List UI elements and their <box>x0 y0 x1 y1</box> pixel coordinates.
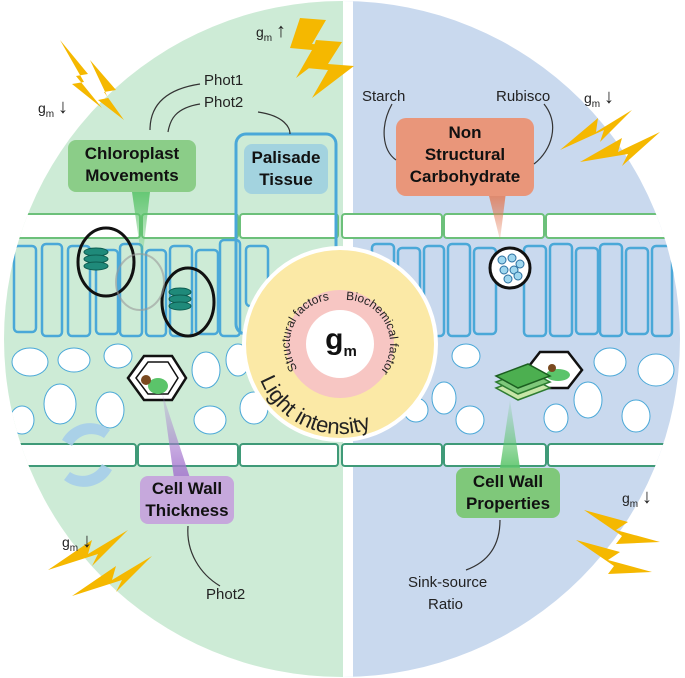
nsc-line-1: Non <box>448 123 482 142</box>
rotate-arrows-icon <box>62 423 112 487</box>
cwt-line-2: Thickness <box>145 501 229 520</box>
cell-wall-hexagon-right <box>494 350 584 401</box>
gm-sub: m <box>591 98 601 110</box>
nsc-box: Non Structural Carbohydrate <box>396 122 534 188</box>
beam-cell-wall-left <box>162 392 190 478</box>
cell-wall-hexagon-left <box>126 354 188 402</box>
gm-g: g <box>584 90 592 106</box>
cwp-line-1: Cell Wall <box>472 472 544 491</box>
phot2-top-label: Phot2 <box>204 94 244 111</box>
gm-sub: m <box>69 542 79 554</box>
cell-wall-thickness-box-bg <box>140 476 234 524</box>
cell-wall-properties-box: Cell Wall Properties <box>456 471 560 515</box>
arrow-down-icon: ↓ <box>604 86 615 108</box>
arrow-down-icon: ↓ <box>58 96 69 118</box>
gm-center-symbol: gm <box>318 320 364 372</box>
lower-epidermis <box>4 443 680 467</box>
beam-nsc <box>488 192 506 240</box>
gm-subscript: m <box>343 343 357 360</box>
phot1-label: Phot1 <box>204 72 244 89</box>
chloroplast-icon <box>83 247 192 311</box>
gm-indicator-bottom-left: gm ↓ <box>62 530 92 554</box>
gm-indicator-top: gm ↑ <box>256 20 286 44</box>
cwp-line-2: Properties <box>465 494 551 513</box>
gm-g: g <box>622 490 630 506</box>
gm-symbol: g <box>325 323 344 356</box>
ratio-label: Ratio <box>428 596 464 613</box>
arrow-down-icon: ↓ <box>642 486 653 508</box>
palisade-tissue-box: Palisade Tissue <box>244 147 328 191</box>
cell-wall-properties-box-bg <box>456 468 560 518</box>
gm-sub: m <box>45 108 55 120</box>
gm-core-circle <box>306 310 374 378</box>
connector-lines <box>149 83 554 587</box>
gm-g: g <box>38 100 46 116</box>
rubisco-label: Rubisco <box>496 88 551 105</box>
arrow-down-icon: ↓ <box>82 530 93 552</box>
starch-granule-icon <box>488 246 532 290</box>
upper-epidermis <box>4 213 680 239</box>
spongy-mesophyll <box>9 343 675 435</box>
beam-cell-wall-right <box>500 400 520 468</box>
gm-g: g <box>256 24 264 40</box>
cwt-line-1: Cell Wall <box>151 479 223 498</box>
sink-source-label: Sink-source <box>408 574 488 591</box>
gm-sub: m <box>629 498 639 510</box>
palisade-box-bg <box>244 144 328 194</box>
palisade-line-1: Palisade <box>251 148 321 167</box>
gm-indicator-bottom-right: gm ↓ <box>622 486 652 510</box>
chloroplast-movements-box: Chloroplast Movements <box>68 143 196 187</box>
chloroplast-line-2: Movements <box>85 166 179 185</box>
chloroplast-line-1: Chloroplast <box>84 144 180 163</box>
palisade-line-2: Tissue <box>259 170 313 189</box>
gm-indicator-right-top: gm ↓ <box>584 86 614 110</box>
gm-indicator-left: gm ↓ <box>38 96 68 120</box>
cell-wall-layers-icon <box>494 363 552 401</box>
chloroplast-oval-2 <box>160 266 216 338</box>
beam-chloroplast <box>132 192 150 262</box>
gm-sub: m <box>263 32 273 44</box>
arrow-up-icon: ↑ <box>276 20 287 42</box>
nsc-box-bg <box>396 118 534 196</box>
chloroplast-box-bg <box>68 140 196 192</box>
starch-label: Starch <box>362 88 406 105</box>
phot2-bottom-label: Phot2 <box>206 586 246 603</box>
cell-wall-thickness-box: Cell Wall Thickness <box>140 478 234 522</box>
chloroplast-movement-group <box>76 226 216 338</box>
nsc-line-2: Structural <box>424 145 506 164</box>
chloroplast-oval-1 <box>76 226 136 298</box>
lightning-bolt-icon <box>48 18 660 596</box>
nsc-line-3: Carbohydrate <box>409 167 521 186</box>
gm-g: g <box>62 534 70 550</box>
